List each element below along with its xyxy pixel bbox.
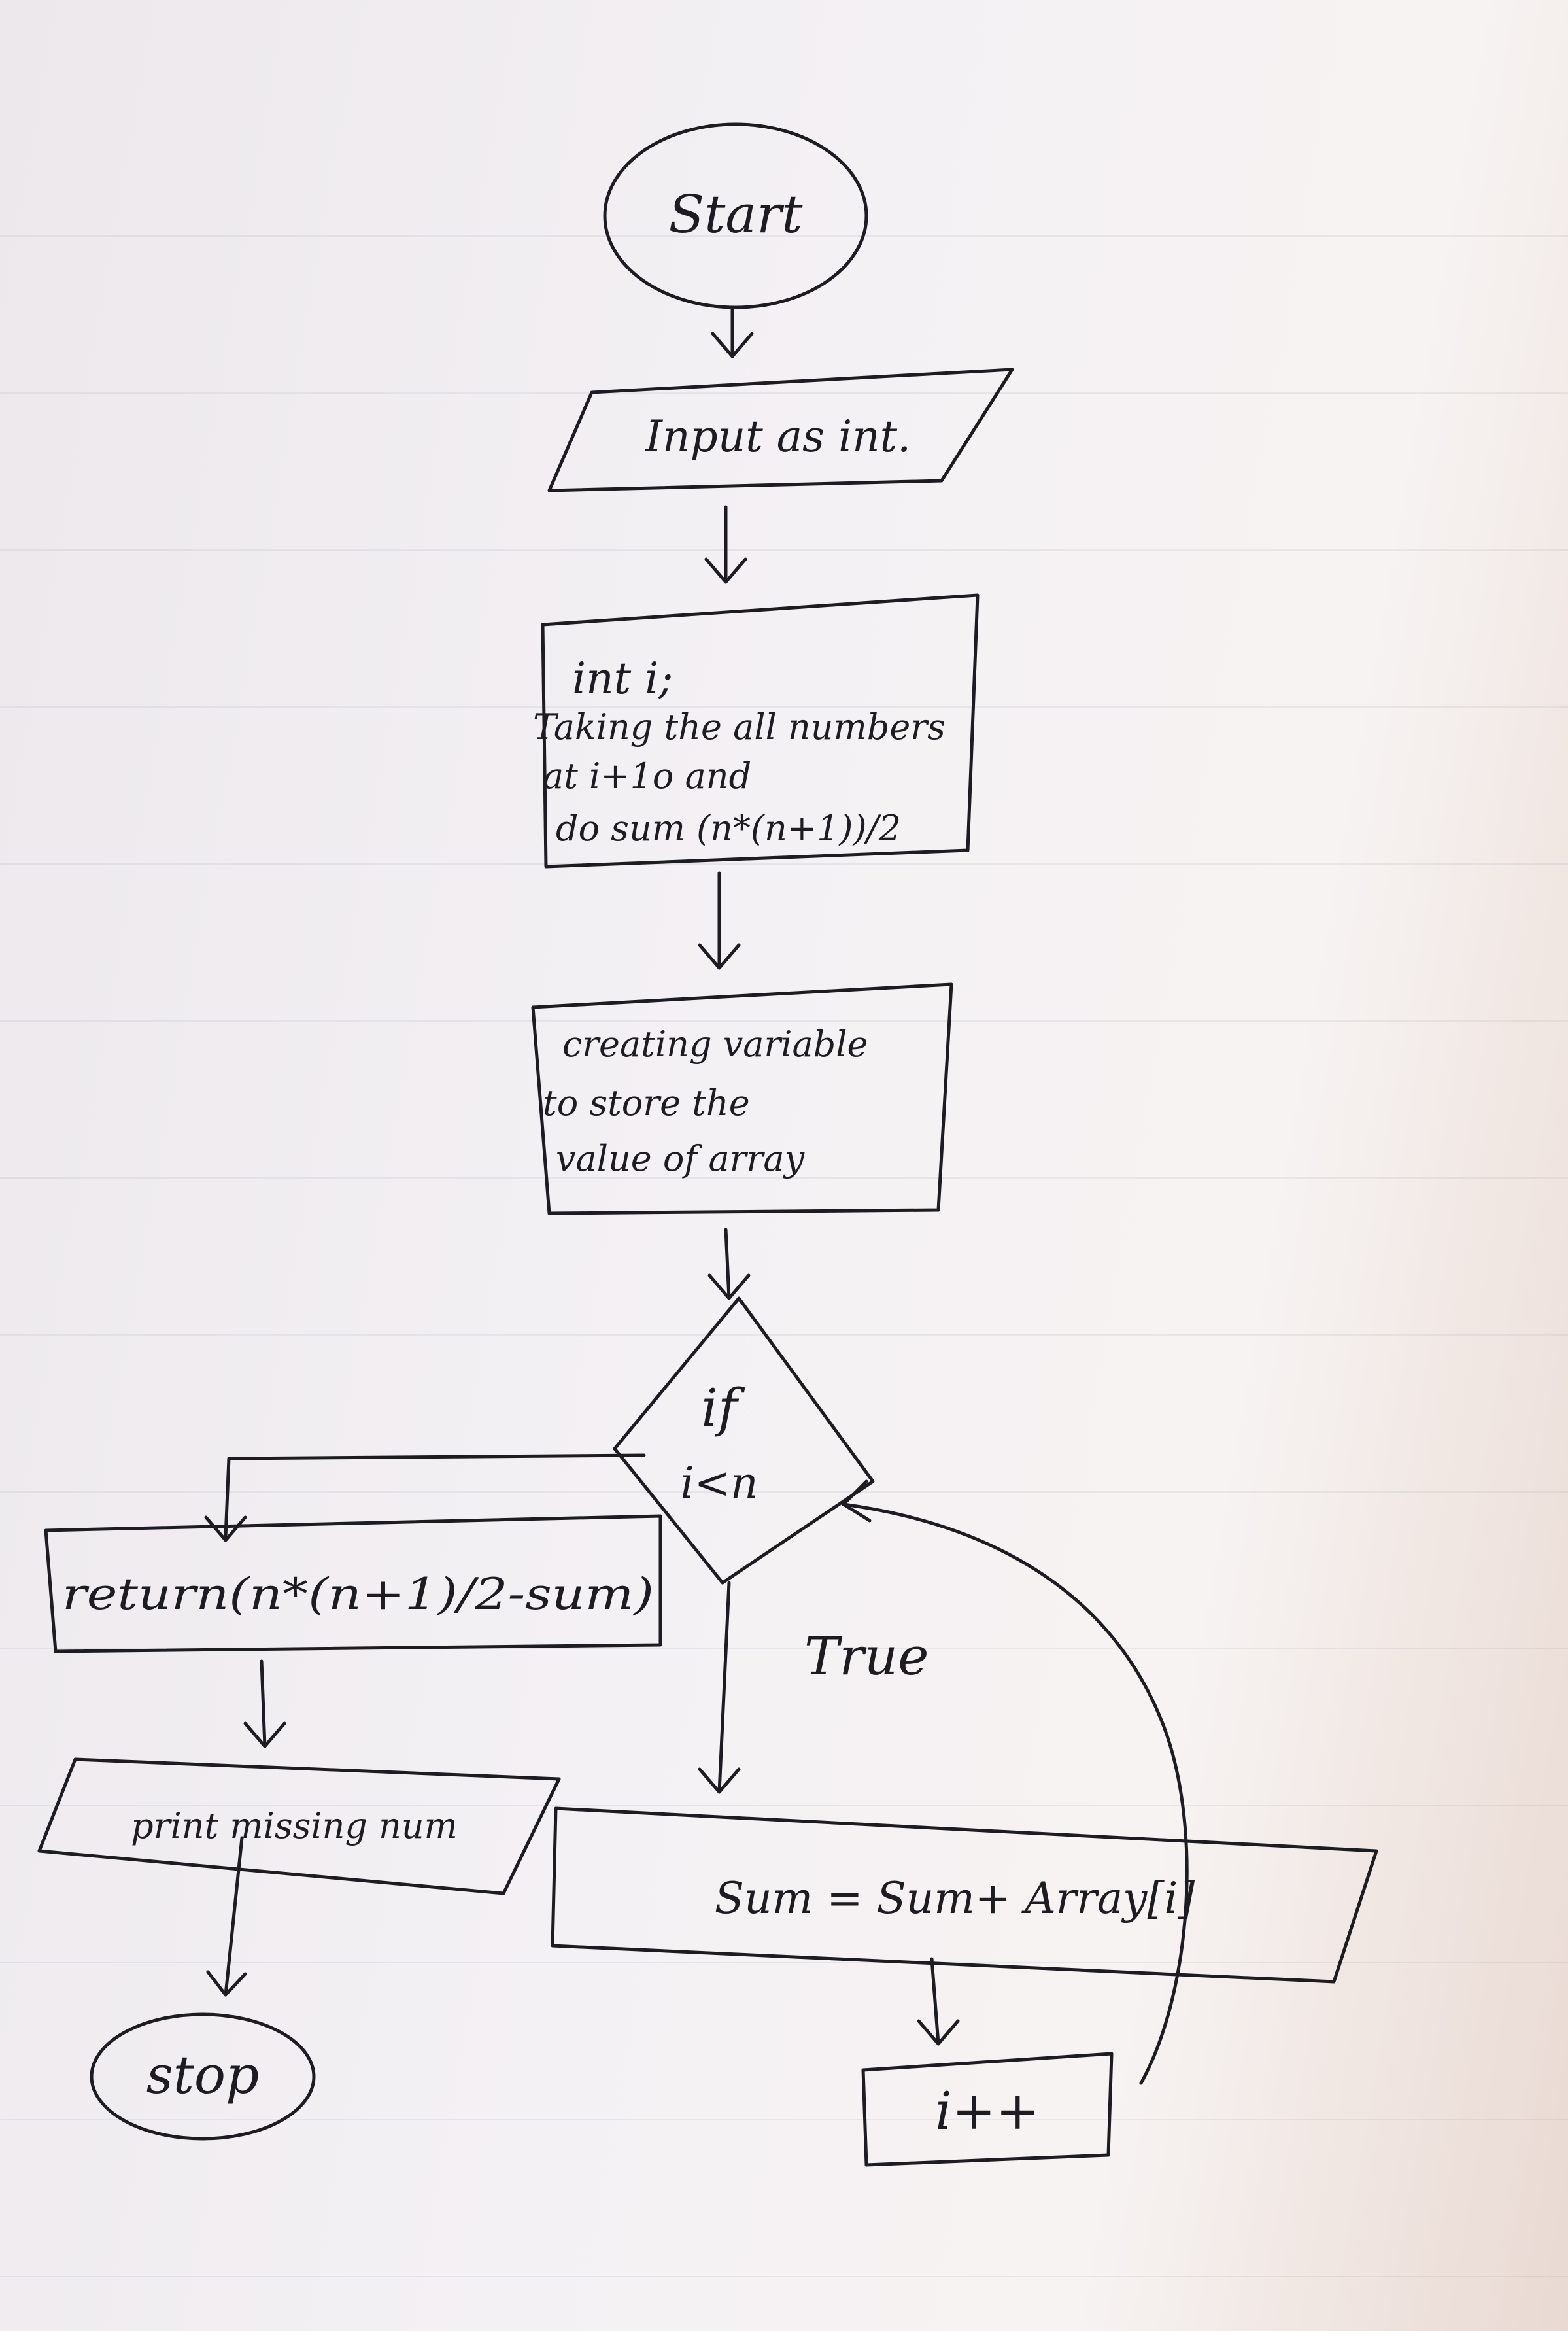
start-oval — [603, 122, 868, 309]
arrow-init-create — [698, 871, 741, 970]
stop-oval — [90, 2012, 316, 2141]
print-node: print missing num — [37, 1757, 561, 1895]
arrow-print-stop — [206, 1836, 247, 1997]
increment-box — [861, 2052, 1114, 2167]
create-line-1: creating variable — [562, 1024, 868, 1065]
init-line-1: int i; — [572, 653, 673, 704]
init-node: int i; Taking the all numbers at i+1o an… — [533, 593, 980, 869]
decision-line-2: i<n — [681, 1458, 758, 1508]
init-line-2: Taking the all numbers — [533, 706, 946, 748]
stop-label: stop — [146, 2045, 260, 2105]
arrow-create-decision — [707, 1228, 751, 1300]
input-label: Input as int. — [645, 411, 911, 462]
arrow-return-print — [243, 1659, 286, 1748]
init-box — [541, 593, 980, 869]
decision-diamond — [613, 1296, 875, 1585]
return-box — [44, 1514, 662, 1653]
sum-box — [551, 1806, 1378, 1984]
sum-label: Sum = Sum+ Array[i] — [715, 1873, 1195, 1924]
create-line-3: value of array — [556, 1138, 806, 1179]
start-node: Start — [603, 122, 868, 309]
start-label: Start — [668, 184, 803, 245]
print-parallelogram — [37, 1757, 561, 1895]
increment-label: i++ — [935, 2081, 1040, 2141]
arrow-loop-back — [842, 1479, 1189, 2085]
input-parallelogram — [547, 368, 1014, 492]
print-label: print missing num — [131, 1805, 458, 1846]
create-node: creating variable to store the value of … — [531, 982, 953, 1215]
create-box — [531, 982, 953, 1215]
arrow-decision-return — [204, 1453, 646, 1542]
decision-line-1: if — [701, 1377, 745, 1438]
input-node: Input as int. — [547, 368, 1014, 492]
true-label: True — [804, 1626, 929, 1687]
create-line-2: to store the — [543, 1082, 750, 1124]
arrow-decision-sum — [698, 1581, 741, 1794]
init-line-4: do sum (n*(n+1))/2 — [556, 808, 901, 849]
decision-node: if i<n — [613, 1296, 875, 1585]
stop-node: stop — [90, 2012, 316, 2141]
return-node: return(n*(n+1)/2-sum) — [44, 1514, 662, 1653]
return-label: return(n*(n+1)/2-sum) — [62, 1569, 654, 1619]
init-line-3: at i+1o and — [543, 755, 751, 797]
arrow-sum-increment — [917, 1957, 960, 2046]
sum-node: Sum = Sum+ Array[i] — [551, 1806, 1378, 1984]
arrow-start-input — [711, 305, 754, 358]
arrow-input-init — [704, 505, 747, 584]
increment-node: i++ — [861, 2052, 1114, 2167]
